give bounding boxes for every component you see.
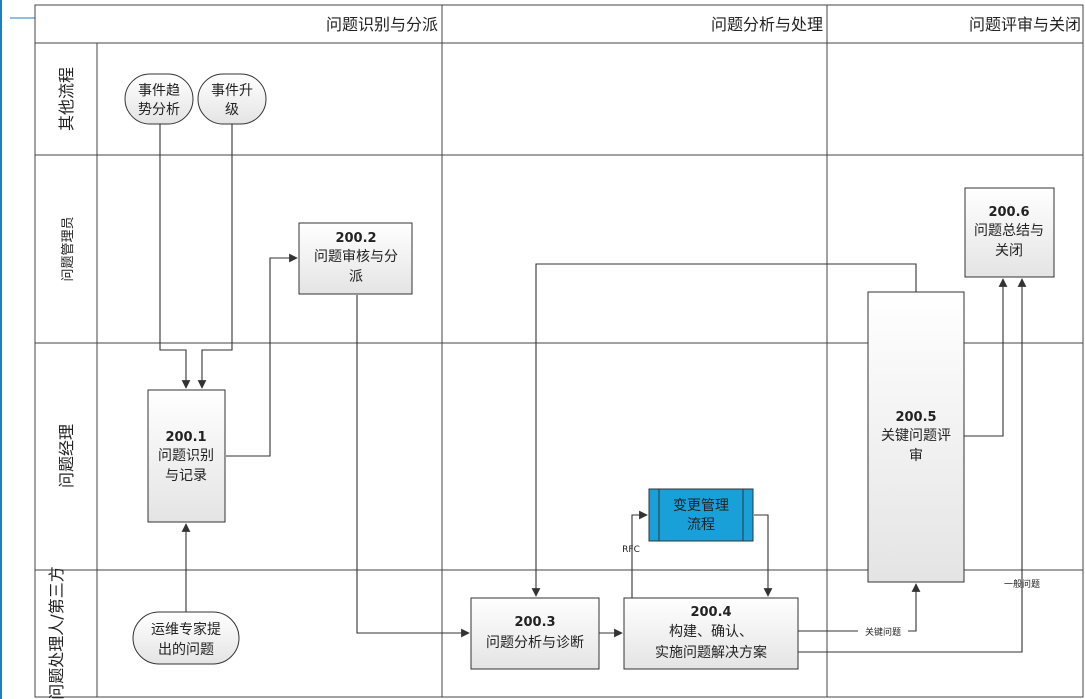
lane-label-other-process: 其他流程 bbox=[57, 67, 76, 131]
node-2003-line1: 问题分析与诊断 bbox=[486, 635, 584, 651]
node-2001[interactable]: 200.1 问题识别 与记录 bbox=[147, 389, 226, 523]
node-change-management[interactable]: 变更管理 流程 bbox=[648, 488, 754, 542]
node-2002[interactable]: 200.2 问题审核与分 派 bbox=[298, 222, 413, 295]
lane-label-problem-manager: 问题经理 bbox=[57, 424, 76, 488]
node-expert-line1: 运维专家提 bbox=[151, 621, 221, 638]
node-2003-id: 200.3 bbox=[514, 615, 555, 630]
node-2001-line2: 与记录 bbox=[165, 468, 207, 484]
edge-label-key-problem: 关键问题 bbox=[865, 626, 901, 638]
node-2002-id: 200.2 bbox=[335, 231, 376, 246]
edge-label-general-problem: 一般问题 bbox=[1004, 578, 1040, 590]
edge-2004-to-change bbox=[631, 510, 648, 598]
node-change-line1: 变更管理 bbox=[673, 498, 729, 514]
node-expert-line2: 出的问题 bbox=[158, 642, 214, 658]
node-2004-line1: 构建、确认、 bbox=[669, 624, 753, 640]
node-2006-id: 200.6 bbox=[988, 205, 1029, 220]
node-2006[interactable]: 200.6 问题总结与 关闭 bbox=[964, 187, 1055, 278]
edge-trend-to-2001 bbox=[159, 124, 191, 389]
node-2003[interactable]: 200.3 问题分析与诊断 bbox=[470, 597, 600, 670]
edge-2004-to-2005 bbox=[798, 583, 921, 632]
node-event-upgrade-line1: 事件升 bbox=[211, 83, 253, 99]
edge-2004-to-2006 bbox=[798, 278, 1027, 653]
node-2005-line2: 审 bbox=[909, 448, 923, 464]
edge-2005-to-2003 bbox=[531, 263, 917, 597]
node-2002-line1: 问题审核与分 bbox=[314, 249, 398, 265]
edge-upgrade-to-2001 bbox=[197, 124, 233, 389]
node-change-line2: 流程 bbox=[687, 517, 715, 533]
edge-change-to-2004 bbox=[754, 514, 773, 597]
node-2001-id: 200.1 bbox=[165, 430, 206, 445]
node-2006-line2: 关闭 bbox=[995, 243, 1023, 259]
node-2005-id: 200.5 bbox=[895, 410, 936, 425]
edge-label-rfc: RFC bbox=[622, 545, 640, 555]
phase-header-analyze: 问题分析与处理 bbox=[711, 15, 823, 34]
node-2005[interactable]: 200.5 关键问题评 审 bbox=[867, 291, 965, 583]
edge-2005-to-2006 bbox=[964, 278, 1008, 437]
edge-label-key-bg bbox=[858, 625, 908, 637]
node-2004[interactable]: 200.4 构建、确认、 实施问题解决方案 bbox=[623, 597, 799, 670]
node-2005-line1: 关键问题评 bbox=[881, 428, 951, 444]
node-2001-line1: 问题识别 bbox=[158, 448, 214, 464]
node-2002-line2: 派 bbox=[349, 269, 363, 285]
node-2004-id: 200.4 bbox=[690, 605, 731, 620]
phase-header-identify: 问题识别与分派 bbox=[326, 15, 438, 34]
edge-2001-to-2002 bbox=[226, 253, 298, 457]
node-2006-line1: 问题总结与 bbox=[974, 223, 1044, 239]
edge-2002-to-2003 bbox=[356, 295, 470, 638]
lane-label-problem-handler: 问题处理人/第三方 bbox=[47, 566, 66, 699]
node-event-upgrade[interactable]: 事件升 级 bbox=[197, 73, 267, 125]
node-expert-problem[interactable]: 运维专家提 出的问题 bbox=[132, 611, 240, 665]
node-event-upgrade-line2: 级 bbox=[225, 102, 239, 118]
lane-label-problem-admin: 问题管理员 bbox=[61, 216, 76, 281]
connectors bbox=[159, 124, 1027, 653]
node-event-trend[interactable]: 事件趋 势分析 bbox=[124, 73, 194, 125]
node-event-trend-line1: 事件趋 bbox=[138, 83, 180, 99]
node-2004-line2: 实施问题解决方案 bbox=[655, 644, 767, 661]
phase-header-review: 问题评审与关闭 bbox=[969, 15, 1081, 34]
node-event-trend-line2: 势分析 bbox=[138, 102, 180, 118]
